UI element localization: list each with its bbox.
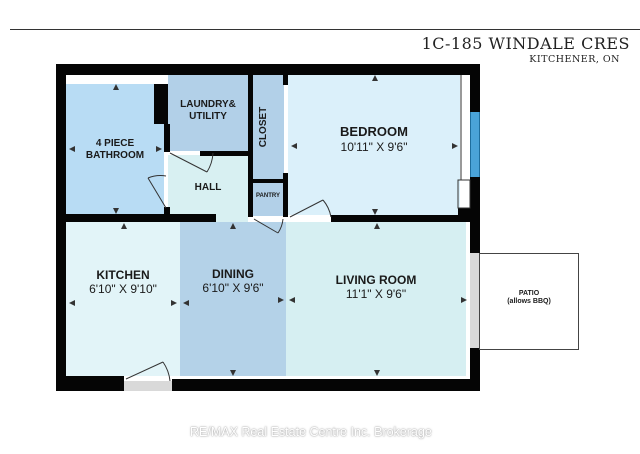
patio-area	[479, 253, 579, 350]
bathroom-notch	[154, 84, 168, 124]
wall-closet-pantry	[248, 179, 286, 183]
property-address: 1C-185 WINDALE CRES	[421, 34, 630, 53]
closet-area	[252, 75, 284, 179]
hall-label: HALL	[194, 182, 222, 193]
bedroom-window	[470, 112, 480, 177]
bedroom-label: BEDROOM 10'11" X 9'6"	[340, 124, 408, 154]
patio-door-threshold	[470, 253, 480, 348]
brokerage-watermark: RE/MAX Real Estate Centre Inc. Brokerage	[190, 425, 432, 439]
wall-bedroom-living	[331, 215, 470, 222]
bedroom-area	[288, 75, 460, 215]
closet-label: CLOSET	[258, 106, 269, 148]
pantry-area	[252, 183, 284, 216]
hall-area	[168, 155, 248, 217]
dining-label: DINING 6'10" X 9'6"	[202, 267, 264, 296]
bathroom-label: 4 PIECE BATHROOM	[85, 138, 145, 161]
wall-pantry-bedroom	[283, 173, 288, 217]
wall-bath-hall-upper	[164, 124, 170, 152]
laundry-area	[168, 75, 248, 151]
wall-right-upper	[470, 64, 480, 112]
kitchen-label: KITCHEN 6'10" X 9'10"	[89, 268, 157, 297]
property-city: KITCHENER, ON	[529, 54, 620, 65]
living-area	[286, 222, 466, 376]
wall-laundry-closet	[248, 75, 253, 217]
wall-right-jog	[458, 208, 470, 222]
wall-right-mid	[470, 177, 480, 253]
bathroom-area	[66, 84, 164, 214]
living-room-label: LIVING ROOM 11'1" X 9'6"	[335, 273, 417, 302]
hall-opening	[216, 215, 248, 222]
wall-bath-hall-lower	[164, 207, 170, 217]
dining-area	[180, 222, 286, 376]
front-door-threshold	[124, 381, 172, 391]
wall-right-lower	[470, 348, 480, 391]
wall-bottom-right	[172, 379, 480, 391]
wall-bottom-left	[56, 376, 124, 391]
wall-laundry-hall	[200, 151, 250, 156]
laundry-label: LAUNDRY& UTILITY	[180, 99, 236, 122]
wall-left	[56, 64, 66, 391]
wall-top	[56, 64, 480, 75]
wall-bath-kitchen	[66, 214, 216, 222]
kitchen-area	[66, 222, 180, 376]
pantry-label: PANTRY	[256, 193, 280, 199]
patio-label: PATIO (allows BBQ)	[507, 290, 551, 306]
header-rule	[10, 29, 640, 30]
wall-closet-bedroom	[283, 75, 288, 85]
